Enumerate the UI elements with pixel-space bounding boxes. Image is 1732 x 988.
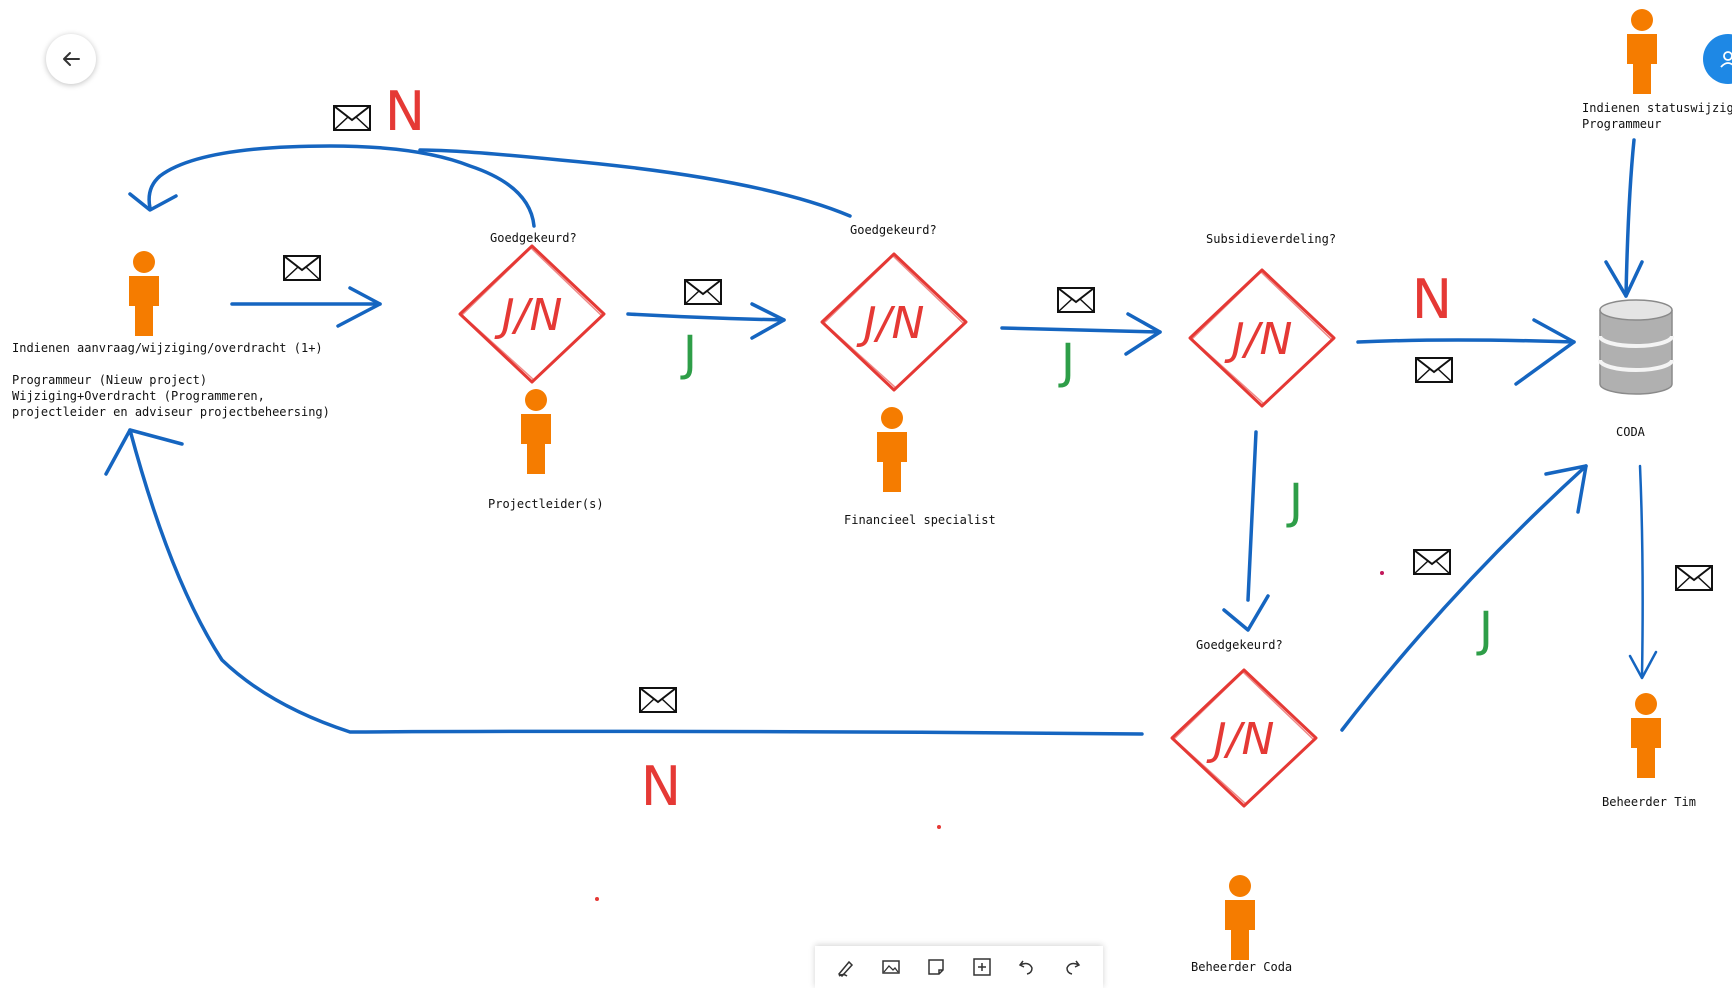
decision-4-label: Goedgekeurd? <box>1196 638 1283 652</box>
applicant-detail-2: Wijziging+Overdracht (Programmeren, proj… <box>12 389 330 419</box>
envelope-icon <box>333 105 371 131</box>
financieel-label: Financieel specialist <box>844 513 996 527</box>
status-change-sub: Programmeur <box>1582 117 1662 131</box>
arrow-coda-to-tim <box>1638 464 1644 678</box>
decision-2-text: J/N <box>856 298 925 349</box>
envelope-icon <box>1675 565 1713 591</box>
arrow-decision3-to-coda <box>1356 338 1576 344</box>
arrow-status-to-coda <box>1624 138 1636 298</box>
edge-label-no-top: N <box>385 80 425 143</box>
edge-label-yes-1: J <box>680 326 697 382</box>
envelope-icon <box>1057 287 1095 313</box>
person-icon-beheerder-coda <box>1225 875 1255 960</box>
image-tool-button[interactable] <box>876 952 906 982</box>
image-icon <box>882 960 900 974</box>
edge-label-yes-4: J <box>1476 602 1493 658</box>
decision-3-label: Subsidieverdeling? <box>1206 232 1337 246</box>
applicant-detail-1: Programmeur (Nieuw project) <box>12 373 208 387</box>
arrow-decision4-to-coda <box>1340 464 1588 732</box>
arrow-decisions-to-applicant <box>147 144 536 228</box>
coda-label: CODA <box>1616 425 1645 439</box>
edge-label-yes-2: J <box>1058 334 1075 390</box>
pen-tool-button[interactable] <box>831 952 861 982</box>
sticky-note-icon <box>928 959 945 975</box>
arrow-decision3-to-decision4 <box>1246 430 1258 602</box>
undo-icon <box>1018 960 1033 975</box>
arrow-decision4-to-applicant <box>128 428 1144 736</box>
edge-label-yes-3: J <box>1286 474 1303 530</box>
beheerder-tim-label: Beheerder Tim <box>1602 795 1696 809</box>
decision-1-text: J/N <box>494 290 563 341</box>
person-icon-projectleider <box>521 389 551 474</box>
person-icon-applicant <box>129 251 159 336</box>
beheerder-coda-label: Beheerder Coda <box>1191 960 1293 974</box>
person-icon-financieel <box>877 407 907 492</box>
envelope-icon <box>684 279 722 305</box>
envelope-icon <box>283 255 321 281</box>
back-button[interactable] <box>46 34 96 84</box>
arrow-decision2-to-decision3 <box>1000 326 1162 334</box>
database-icon <box>1598 299 1674 395</box>
envelope-icon <box>1413 549 1451 575</box>
applicant-label: Indienen aanvraag/wijziging/overdracht (… <box>12 341 323 355</box>
arrow-decision1-to-decision2 <box>626 312 786 322</box>
decision-4-text: J/N <box>1206 714 1275 765</box>
redo-icon <box>1066 960 1081 975</box>
edge-label-no-right: N <box>1412 268 1452 331</box>
decision-1-label: Goedgekeurd? <box>490 231 577 245</box>
user-icon <box>1720 51 1732 68</box>
envelope-icon <box>1415 357 1453 383</box>
person-icon-status-change <box>1627 9 1657 94</box>
decision-3-text: J/N <box>1224 314 1293 365</box>
bottom-toolbar <box>815 946 1103 988</box>
sticky-note-tool-button[interactable] <box>921 952 951 982</box>
status-change-label: Indienen statuswijziging <box>1582 101 1732 115</box>
decision-2-label: Goedgekeurd? <box>850 223 937 237</box>
undo-button[interactable] <box>1012 952 1042 982</box>
person-icon-beheerder-tim <box>1631 693 1661 778</box>
back-arrow-icon <box>63 52 80 66</box>
pen-icon <box>837 960 853 977</box>
add-icon <box>972 958 991 976</box>
edge-label-no-bottom: N <box>641 755 681 818</box>
projectleider-label: Projectleider(s) <box>488 497 604 511</box>
redo-button[interactable] <box>1057 952 1087 982</box>
envelope-icon <box>639 687 677 713</box>
add-tool-button[interactable] <box>967 952 997 982</box>
